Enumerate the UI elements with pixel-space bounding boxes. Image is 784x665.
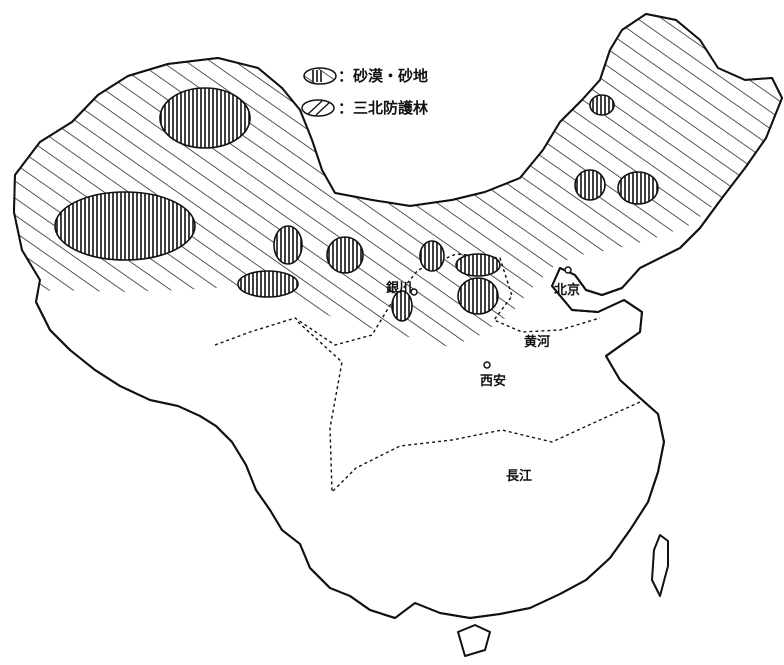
- city-label-xian: 西安: [480, 373, 506, 389]
- desert-horqin: [617, 171, 659, 205]
- legend: ：砂漠・砂地 ：三北防護林: [301, 67, 429, 117]
- legend-desert-label: ：砂漠・砂地: [338, 67, 428, 85]
- desert-qaidam: [237, 270, 299, 298]
- desert-qaidam-east: [273, 225, 303, 265]
- desert-taklamakan: [54, 191, 196, 261]
- city-dot-yinchuan: [410, 288, 418, 296]
- city-label-yinchuan: 銀川: [386, 280, 412, 296]
- desert-hulunbuir: [589, 94, 615, 116]
- taiwan-island: [651, 534, 669, 597]
- desert-dzungaria: [159, 87, 251, 149]
- desert-mu-us: [457, 277, 499, 315]
- river-label-changjiang: 長江: [506, 468, 532, 484]
- city-dot-xian: [483, 361, 491, 369]
- china-border: [13, 13, 783, 619]
- legend-forest-label: ：三北防護林: [338, 99, 429, 117]
- desert-hobq: [455, 253, 501, 277]
- forest-legend-swatch: [301, 99, 335, 117]
- desert-badain-jaran: [326, 236, 364, 274]
- yangtze-river: [297, 321, 641, 493]
- river-label-huanghe: 黄河: [524, 334, 550, 350]
- city-label-beijing: 北京: [554, 282, 580, 298]
- city-dot-beijing: [564, 266, 572, 274]
- hainan-island: [457, 624, 491, 657]
- desert-tengger: [419, 240, 445, 272]
- desert-hunshandake: [574, 169, 606, 201]
- desert-ningxia: [391, 290, 413, 322]
- desert-legend-swatch: [303, 67, 337, 85]
